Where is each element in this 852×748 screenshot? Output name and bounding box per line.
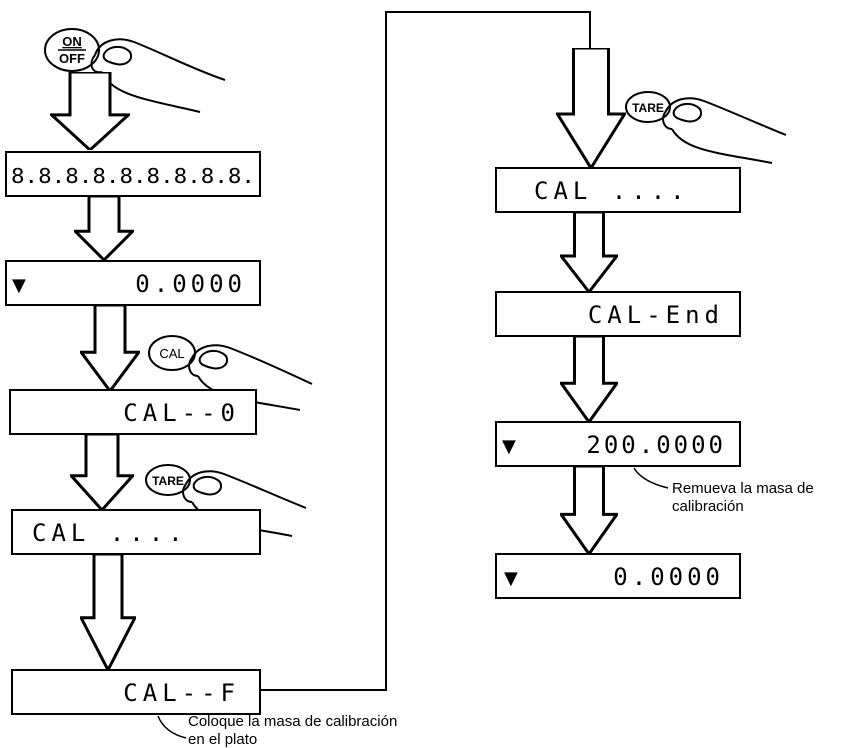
- onoff-key-top-label: ON: [62, 34, 82, 49]
- callout-line-right: [634, 468, 668, 488]
- note-remove-mass-line2: calibración: [672, 498, 744, 515]
- tare-key-right-label: TARE: [632, 101, 664, 115]
- display-cal-end: CAL-End: [496, 292, 740, 336]
- arrow-down-1: [52, 72, 129, 150]
- display-cal-end-text: CAL-End: [588, 301, 724, 329]
- display-calF-text: CAL--F: [123, 679, 240, 707]
- display-cal-wait-left: CAL ....: [12, 510, 260, 554]
- note-place-mass-line2: en el plato: [188, 731, 257, 748]
- arrow-down-5: [81, 554, 135, 670]
- arrow-down-9: [561, 466, 617, 554]
- display-cal-wait-left-text: CAL ....: [32, 519, 188, 547]
- display-zero: ▼ 0.0000: [6, 261, 260, 305]
- cal-key-label: CAL: [159, 346, 184, 361]
- tare-key-left-label: TARE: [152, 474, 184, 488]
- display-zero-indicator: ▼: [12, 275, 26, 296]
- note-place-mass-line1: Coloque la masa de calibración: [188, 713, 397, 730]
- display-200-indicator: ▼: [502, 436, 516, 457]
- note-remove-mass-line1: Remueva la masa de: [672, 480, 814, 497]
- arrow-down-6: [557, 48, 624, 168]
- display-cal-wait-right: CAL ....: [496, 168, 740, 212]
- arrow-down-3: [81, 305, 139, 391]
- arrow-down-2: [75, 196, 133, 260]
- display-calF: CAL--F: [12, 670, 260, 714]
- display-final-indicator: ▼: [504, 568, 518, 589]
- finger-press-tare-right-icon: [663, 98, 786, 163]
- display-final: ▼ 0.0000: [496, 554, 740, 598]
- display-200: ▼ 200.0000: [496, 422, 740, 466]
- display-zero-value: 0.0000: [135, 270, 246, 298]
- display-test: 8.8.8.8.8.8.8.8.8.: [6, 152, 260, 196]
- arrow-down-4: [71, 434, 132, 510]
- display-cal-wait-right-text: CAL ....: [534, 177, 690, 205]
- onoff-key-bottom-label: OFF: [59, 51, 85, 66]
- display-200-value: 200.0000: [586, 431, 726, 459]
- arrow-down-7: [561, 212, 617, 292]
- display-final-value: 0.0000: [613, 563, 724, 591]
- display-test-text: 8.8.8.8.8.8.8.8.8.: [11, 164, 255, 188]
- display-cal0: CAL--0: [10, 390, 256, 434]
- arrow-down-8: [561, 336, 617, 422]
- display-cal0-text: CAL--0: [123, 399, 240, 427]
- finger-press-onoff-icon: [91, 39, 225, 112]
- callout-line-left: [158, 716, 186, 738]
